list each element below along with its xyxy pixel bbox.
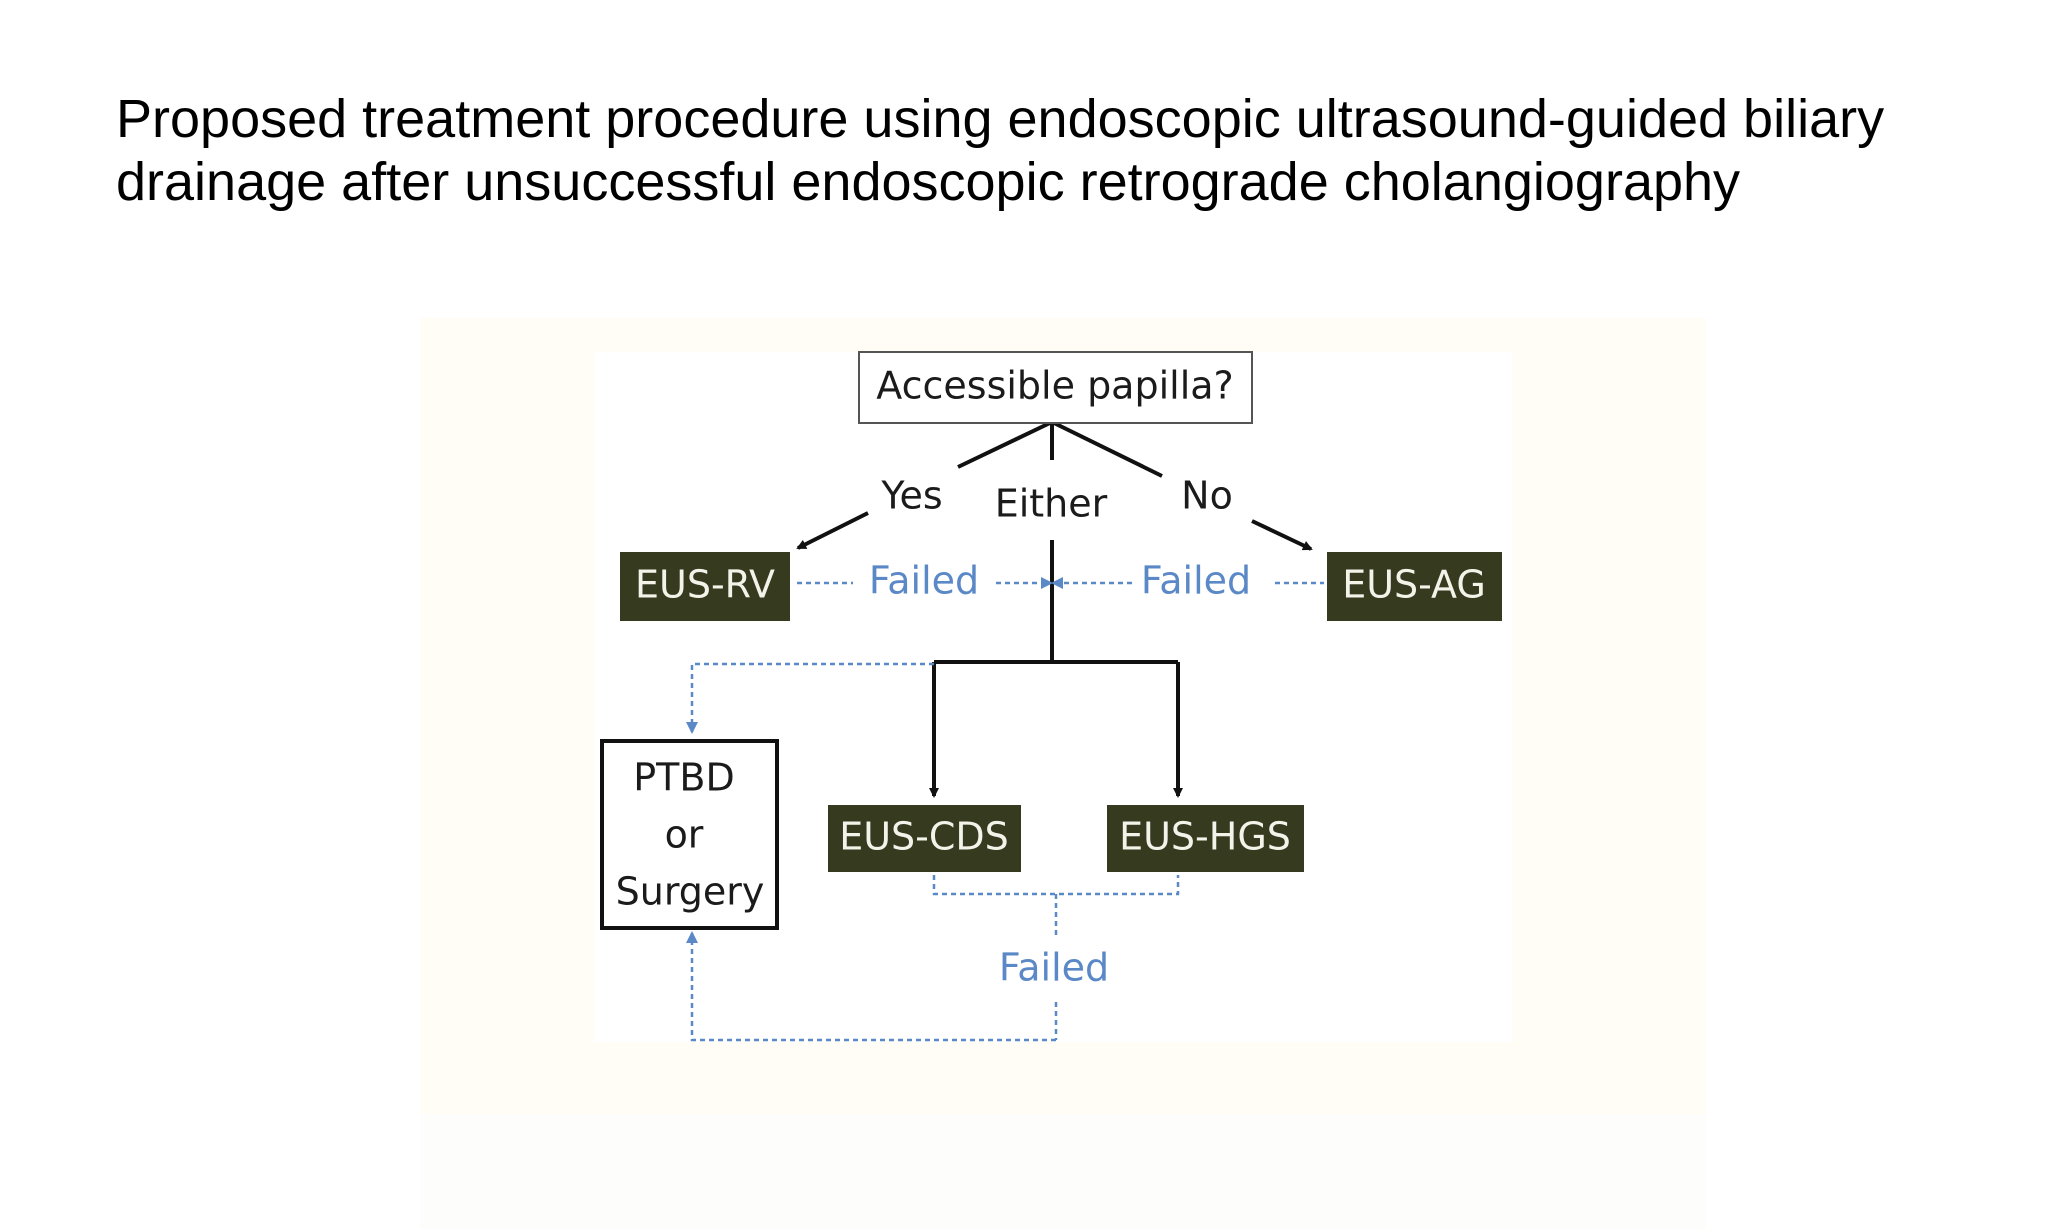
eus-hgs-box (1107, 805, 1304, 872)
title-line-2: drainage after unsuccessful endoscopic r… (116, 152, 1741, 212)
edge-no-to-eus-ag (1251, 519, 1313, 551)
branch-label-no: No (1181, 474, 1233, 518)
failed-edge-to-ptbd-bottom (686, 931, 1056, 1042)
ptbd-or-surgery-box (600, 739, 779, 930)
eus-cds-box (828, 805, 1021, 872)
failed-label-bottom: Failed (999, 946, 1109, 990)
decision-edges (796, 420, 1313, 798)
eus-rv-node: EUS-RV (620, 552, 790, 621)
failed-edge-to-ptbd-top (686, 662, 934, 734)
ptbd-or-surgery-node: PTBD or Surgery (600, 739, 779, 930)
failed-label-right: Failed (1141, 559, 1251, 603)
eus-hgs-label: EUS-HGS (1119, 815, 1291, 859)
eus-ag-label: EUS-AG (1342, 563, 1486, 607)
eus-rv-box (620, 552, 790, 621)
eus-ag-node: EUS-AG (1327, 552, 1502, 621)
surgery-label: Surgery (616, 870, 765, 914)
failed-edge-drainage-bracket (932, 875, 1180, 896)
or-label: or (665, 813, 704, 857)
slide-title: Proposed treatment procedure using endos… (116, 88, 1976, 214)
eus-cds-node: EUS-CDS (828, 805, 1021, 872)
branch-label-yes: Yes (880, 474, 942, 518)
accessible-papilla-box (858, 351, 1253, 424)
eus-rv-label: EUS-RV (635, 563, 775, 607)
accessible-papilla-node: Accessible papilla? (858, 351, 1253, 424)
ptbd-label: PTBD (633, 756, 734, 800)
failure-edges (686, 577, 1324, 1042)
edge-papilla-to-yes (957, 420, 1053, 469)
eus-ag-box (1327, 552, 1502, 621)
title-line-1: Proposed treatment procedure using endos… (116, 89, 1885, 149)
edge-yes-to-eus-rv (796, 511, 869, 550)
figure-lower-band (420, 1114, 1706, 1229)
eus-hgs-node: EUS-HGS (1107, 805, 1304, 872)
eus-cds-label: EUS-CDS (839, 815, 1009, 859)
failed-label-left: Failed (869, 559, 979, 603)
edge-papilla-to-no (1051, 420, 1163, 478)
accessible-papilla-label: Accessible papilla? (876, 364, 1233, 408)
branch-label-either: Either (995, 482, 1108, 526)
